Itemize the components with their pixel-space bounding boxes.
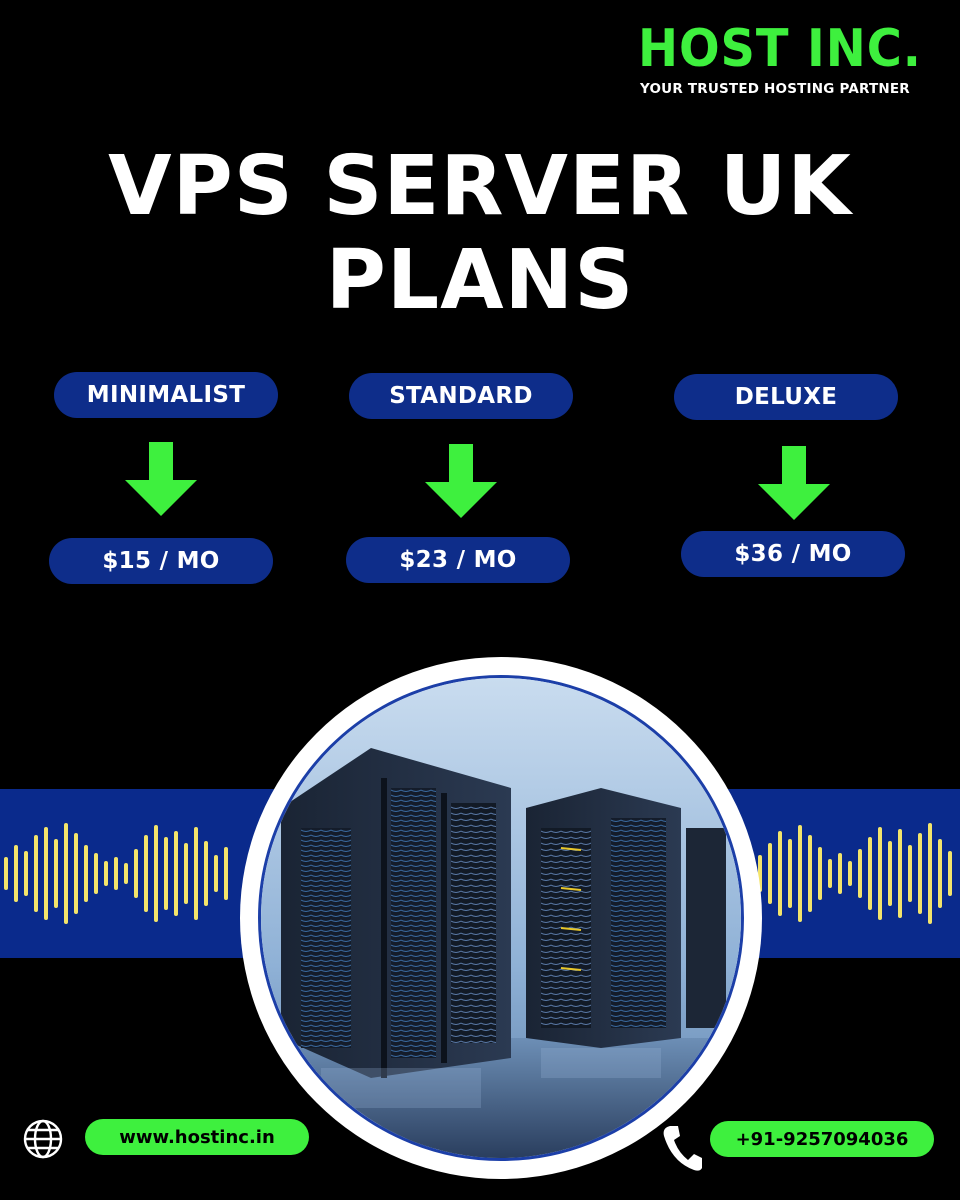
server-racks-image xyxy=(258,675,744,1161)
phone-icon xyxy=(663,1126,702,1171)
arrow-down-icon xyxy=(758,446,830,520)
plan-name-minimalist: MINIMALIST xyxy=(54,372,278,418)
plan-name-standard: STANDARD xyxy=(349,373,573,419)
brand-logo: HOST INC. xyxy=(638,19,922,79)
plan-price-minimalist: $15 / MO xyxy=(49,538,273,584)
plan-price-deluxe: $36 / MO xyxy=(681,531,905,577)
sound-wave-right xyxy=(758,823,952,924)
website-link[interactable]: www.hostinc.in xyxy=(85,1119,309,1155)
arrow-down-icon xyxy=(125,442,197,516)
globe-icon xyxy=(23,1119,63,1159)
page-title: VPS SERVER UK PLANS xyxy=(40,140,920,328)
plan-price-standard: $23 / MO xyxy=(346,537,570,583)
plan-name-deluxe: DELUXE xyxy=(674,374,898,420)
phone-number[interactable]: +91-9257094036 xyxy=(710,1121,934,1157)
sound-wave-left xyxy=(4,823,228,924)
page-title-line-1: VPS SERVER UK xyxy=(108,139,852,234)
arrow-down-icon xyxy=(425,444,497,518)
page-title-line-2: PLANS xyxy=(325,233,635,328)
brand-tagline: YOUR TRUSTED HOSTING PARTNER xyxy=(640,81,910,97)
